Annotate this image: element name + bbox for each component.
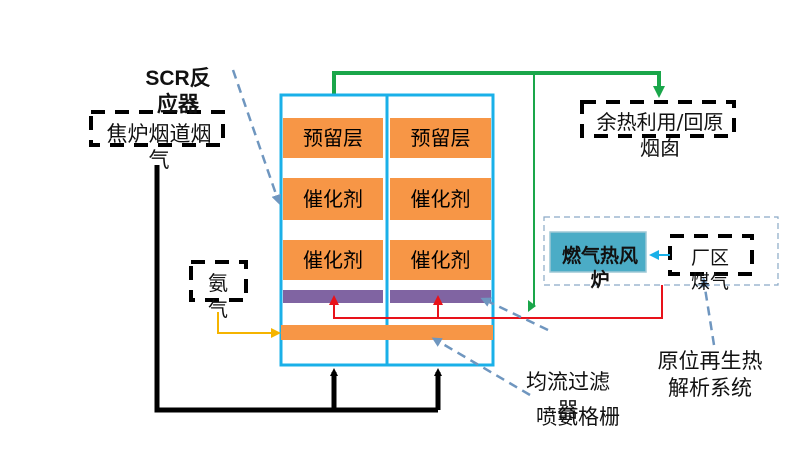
catalyst-layer-1-right (390, 178, 491, 220)
gas-heater-box (549, 231, 647, 273)
catalyst-layer-1-left (283, 178, 383, 220)
coke-flue-gas-label: 焦炉烟道烟气 (106, 122, 212, 172)
regeneration-system-frame (543, 216, 779, 286)
hot-air-line (329, 285, 663, 319)
reserve-layer-left-label: 预留层 (303, 126, 363, 150)
scr-reactor-label: SCR反应器 (145, 67, 211, 116)
waste-heat-label: 余热利用/回原烟囱 (596, 110, 724, 160)
regeneration-system-label: 原位再生热解析系统 (657, 349, 763, 400)
catalyst-layer-1-right-label: 催化剂 (410, 187, 471, 211)
ammonia-grid-label: 喷氨格栅 (536, 405, 620, 429)
scr-pointer (231, 69, 282, 205)
ammonia-label: 氨气 (208, 271, 228, 321)
waste-heat-box (580, 100, 736, 138)
flow-filter-label: 均流过滤器 (526, 370, 610, 422)
reserve-layer-left (283, 118, 383, 158)
regeneration-gas-line (528, 73, 535, 307)
regeneration-pointer (699, 277, 716, 346)
gas-heater-label: 燃气热风炉 (561, 245, 638, 291)
coke-flue-gas-box (89, 110, 225, 147)
flow-filter-pointer (480, 297, 549, 332)
reserve-layer-right-label: 预留层 (410, 126, 471, 150)
plant-gas-box (668, 234, 754, 276)
ammonia-grid-layer (281, 325, 493, 340)
catalyst-layer-2-left-label: 催化剂 (303, 248, 363, 272)
flow-filter-layer-right (390, 290, 491, 303)
plant-gas-label: 厂区煤气 (690, 247, 729, 293)
catalyst-layer-1-left-label: 催化剂 (303, 187, 363, 211)
flue-gas-inlet-line (154, 165, 438, 413)
catalyst-layer-2-right-label: 催化剂 (410, 248, 471, 272)
outlet-line (332, 71, 665, 98)
reserve-layer-right (390, 118, 491, 158)
ammonia-grid-pointer (431, 337, 531, 397)
catalyst-layer-2-left (283, 240, 383, 280)
regeneration-gas-arrow (528, 300, 536, 312)
ammonia-line (217, 312, 281, 338)
ammonia-box (189, 260, 248, 302)
catalyst-layer-2-right (390, 240, 491, 280)
